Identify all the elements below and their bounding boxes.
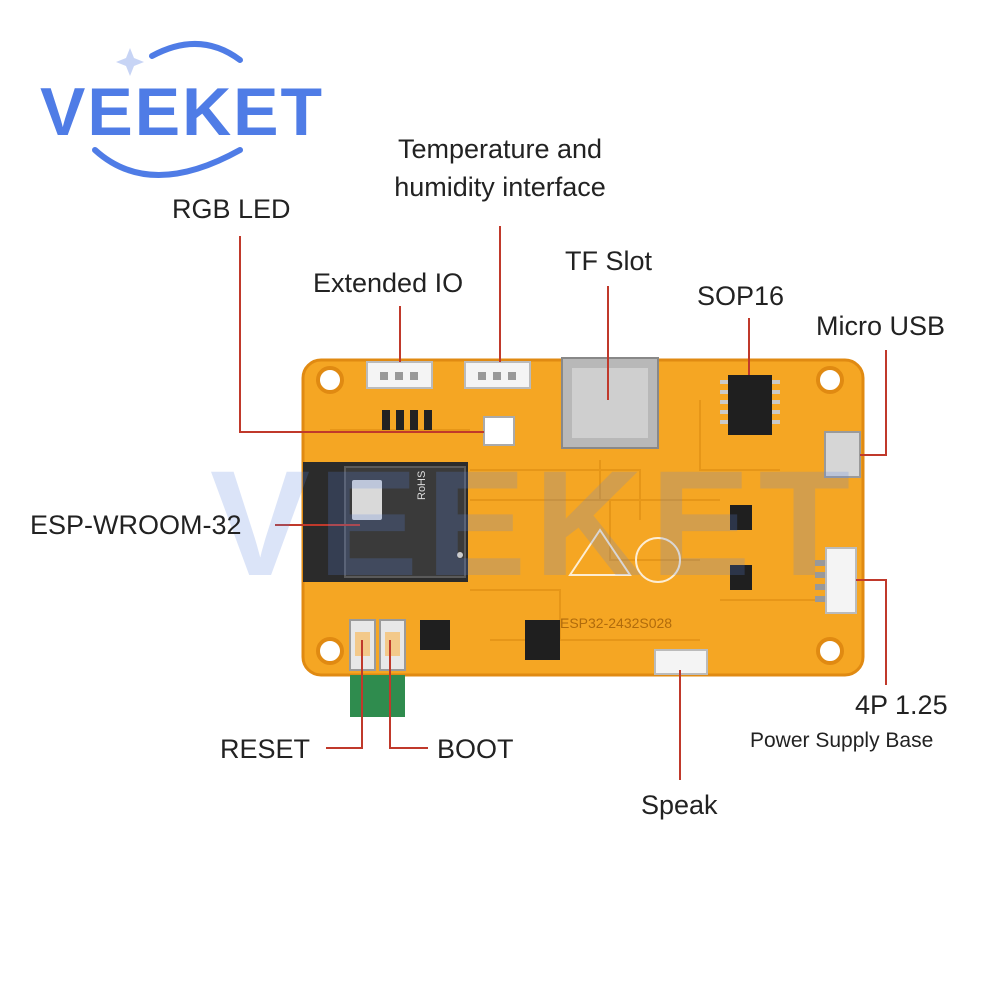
leader-boot bbox=[389, 640, 428, 749]
label-extended-io: Extended IO bbox=[313, 268, 464, 298]
sparkle-icon bbox=[116, 48, 144, 76]
rgb-led-part bbox=[483, 416, 515, 446]
label-boot: BOOT bbox=[437, 734, 514, 764]
small-chips bbox=[420, 505, 752, 660]
micro-usb-part bbox=[824, 431, 861, 478]
esp-module: RoHS bbox=[303, 462, 468, 582]
tf-slot-part bbox=[561, 357, 659, 449]
leader-power-base bbox=[856, 579, 887, 685]
leader-lines bbox=[239, 226, 887, 780]
brand-logo-text: VEEKET bbox=[40, 74, 325, 150]
label-temp-humidity-line1: Temperature and bbox=[397, 134, 603, 164]
sop16-part bbox=[720, 375, 780, 435]
label-rgb-led: RGB LED bbox=[172, 194, 291, 224]
resistor-array bbox=[382, 410, 432, 430]
brand-swoosh-icon bbox=[92, 41, 243, 178]
mounting-holes bbox=[316, 366, 844, 665]
label-sop16: SOP16 bbox=[697, 281, 785, 311]
label-reset: RESET bbox=[220, 734, 311, 764]
safety-symbols bbox=[568, 528, 681, 583]
label-power-base-line1: 4P 1.25 bbox=[855, 690, 948, 720]
board-silkscreen-text: ESP32-2432S028 bbox=[560, 615, 672, 631]
label-temp-humidity-line2: humidity interface bbox=[394, 172, 606, 202]
power-base-part bbox=[815, 547, 857, 614]
label-esp-module: ESP-WROOM-32 bbox=[30, 510, 242, 540]
leader-micro-usb bbox=[860, 350, 887, 456]
module-rohs-text: RoHS bbox=[416, 471, 428, 500]
label-micro-usb: Micro USB bbox=[816, 311, 946, 341]
leader-rgb-led bbox=[239, 236, 484, 433]
label-speak: Speak bbox=[641, 790, 718, 820]
green-component bbox=[350, 675, 405, 717]
label-power-base-line2: Power Supply Base bbox=[750, 729, 934, 752]
leader-reset bbox=[326, 640, 363, 749]
top-connectors bbox=[366, 361, 531, 389]
label-tf-slot: TF Slot bbox=[565, 246, 653, 276]
